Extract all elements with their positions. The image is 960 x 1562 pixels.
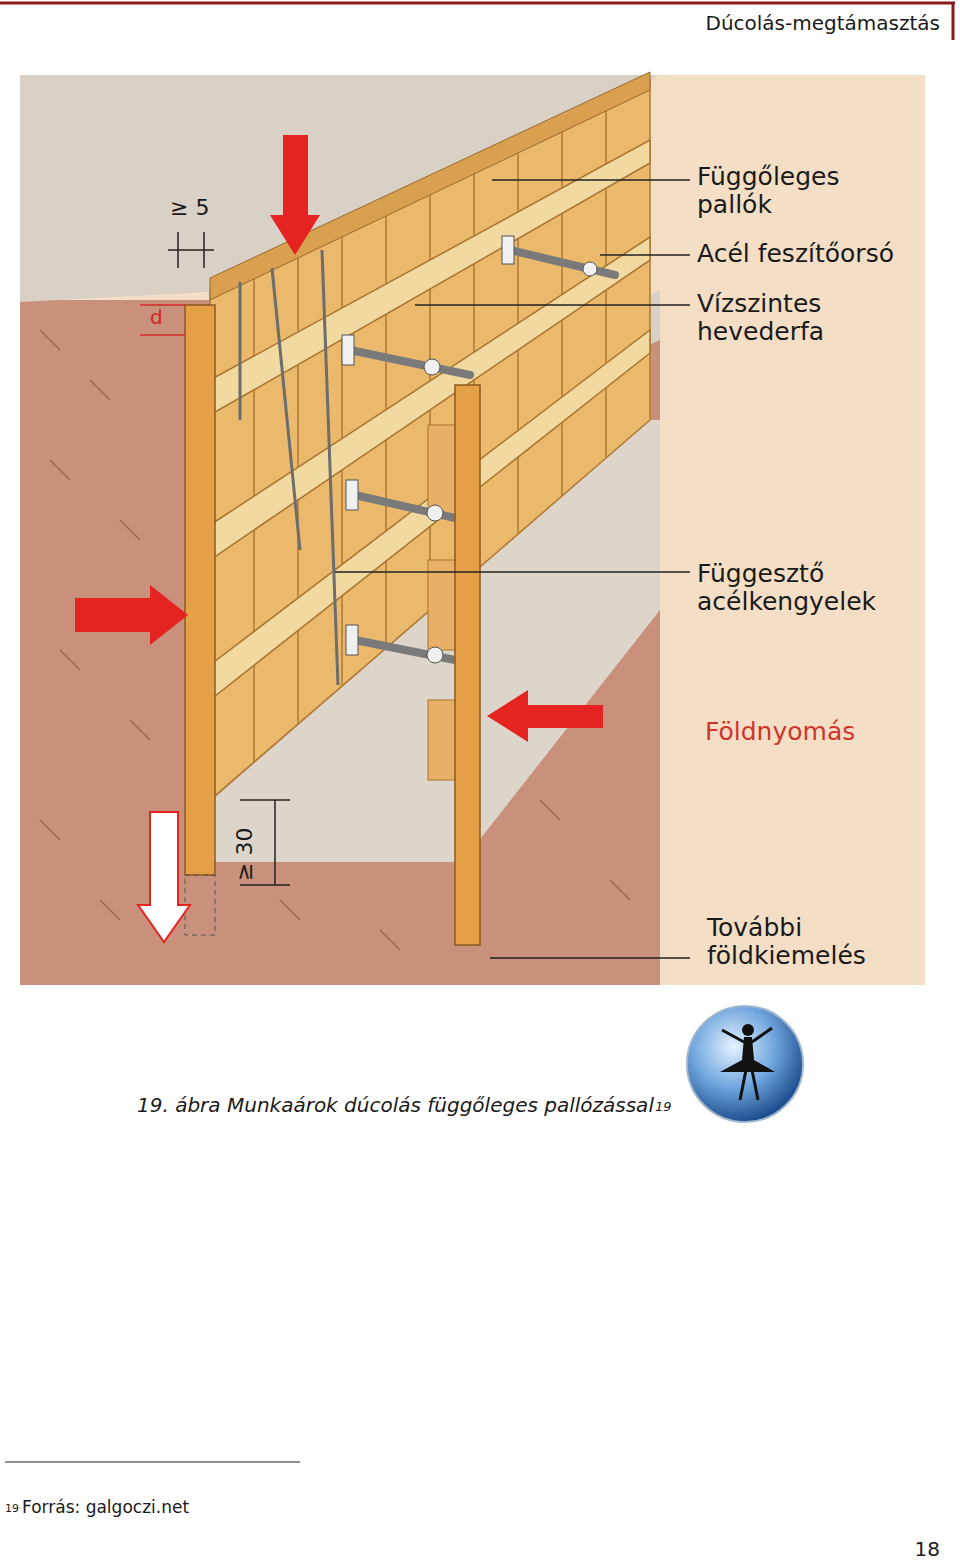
post xyxy=(455,385,480,945)
excavation-arrow xyxy=(138,812,190,942)
force-arrow xyxy=(75,135,603,742)
label: Földnyomás xyxy=(705,718,855,746)
dimension-line xyxy=(168,232,290,885)
label: További földkiemelés xyxy=(707,914,917,970)
header-rule xyxy=(952,3,955,40)
steel-strut xyxy=(350,250,615,660)
figure-caption: 19. ábra Munkaárok dúcolás függőleges pa… xyxy=(137,1094,654,1116)
post xyxy=(185,305,215,875)
dimension: d xyxy=(150,306,163,328)
page-number: 18 xyxy=(915,1538,940,1560)
dimension-line xyxy=(140,305,185,335)
leader-line xyxy=(335,180,690,958)
ballerina-icon xyxy=(687,1006,803,1122)
hanger-stirrup xyxy=(240,250,338,685)
ballerina-icon xyxy=(720,1024,775,1100)
footnote-rule xyxy=(5,1462,300,1463)
footnote-text: Forrás: galgoczi.net xyxy=(22,1498,189,1517)
opposite-wall xyxy=(428,425,456,780)
label: Függesztő acélkengyelek xyxy=(697,560,912,616)
label: Acél feszítőorsó xyxy=(697,240,894,268)
label: Függőleges pallók xyxy=(697,163,872,219)
dimension: ≥ 30 xyxy=(233,828,258,881)
running-header: Dúcolás-megtámasztás xyxy=(705,12,940,34)
footnote-mark: 19 xyxy=(5,1503,19,1515)
footnote-mark: 19 xyxy=(655,1100,672,1115)
header-rule xyxy=(0,2,955,5)
picture-ground xyxy=(20,75,925,985)
dimension: ≥ 5 xyxy=(170,196,209,221)
label: Vízszintes hevederfa xyxy=(697,290,872,346)
